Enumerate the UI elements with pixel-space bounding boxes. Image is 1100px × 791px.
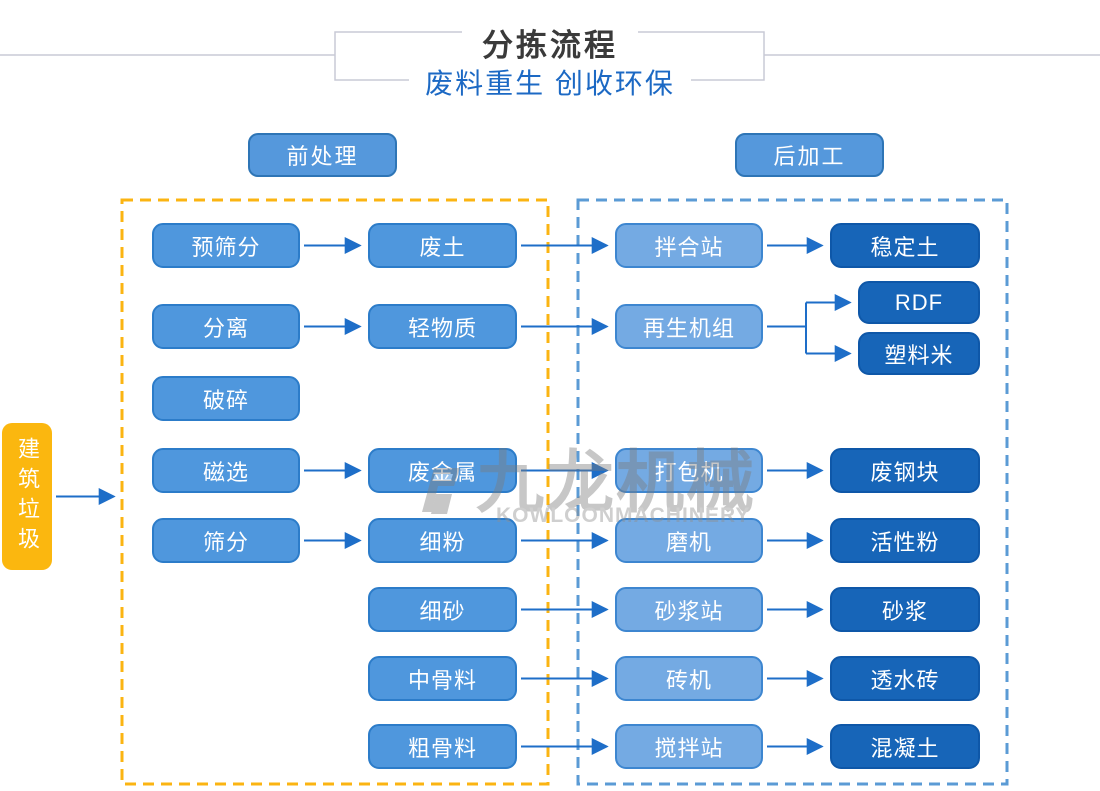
flow-node-shajiang: 砂浆	[830, 587, 980, 632]
flow-node-jiaobanzhan: 搅拌站	[615, 724, 763, 769]
flow-node-huoxingfen: 活性粉	[830, 518, 980, 563]
page-title-row: 分拣流程	[0, 20, 1100, 65]
flow-node-fenli: 分离	[152, 304, 300, 349]
source-node-construction-waste: 建筑垃圾	[2, 423, 52, 570]
flow-node-wendingtu: 稳定土	[830, 223, 980, 268]
flow-node-toushuizhuan: 透水砖	[830, 656, 980, 701]
flow-node-xifen: 细粉	[368, 518, 517, 563]
flow-node-feijinshu: 废金属	[368, 448, 517, 493]
flow-node-shaifen: 筛分	[152, 518, 300, 563]
page-subtitle: 废料重生 创收环保	[409, 62, 691, 102]
flow-node-feitu: 废土	[368, 223, 517, 268]
flow-node-cuguliao: 粗骨料	[368, 724, 517, 769]
flow-node-rdf: RDF	[858, 281, 980, 324]
pre-processing-zone-frame	[120, 198, 550, 786]
flow-node-yushaifen: 预筛分	[152, 223, 300, 268]
page-title: 分拣流程	[462, 20, 638, 65]
post-processing-zone-frame	[576, 198, 1009, 786]
flow-node-banhezhan: 拌合站	[615, 223, 763, 268]
flow-node-zhuanji: 砖机	[615, 656, 763, 701]
pre-processing-section-label: 前处理	[248, 133, 397, 177]
flow-node-posui: 破碎	[152, 376, 300, 421]
flow-node-shajiangzhan: 砂浆站	[615, 587, 763, 632]
flow-node-zhongguliao: 中骨料	[368, 656, 517, 701]
page-subtitle-row: 废料重生 创收环保	[0, 62, 1100, 102]
post-processing-section-label: 后加工	[735, 133, 884, 177]
flow-node-cixuan: 磁选	[152, 448, 300, 493]
flow-node-qingwuzhi: 轻物质	[368, 304, 517, 349]
flow-node-dabaoji: 打包机	[615, 448, 763, 493]
flow-node-zaishengjizu: 再生机组	[615, 304, 763, 349]
flow-node-xisha: 细砂	[368, 587, 517, 632]
flow-node-moji: 磨机	[615, 518, 763, 563]
flow-node-hunningtu: 混凝土	[830, 724, 980, 769]
flow-node-feigangkuai: 废钢块	[830, 448, 980, 493]
flow-node-suliaomi: 塑料米	[858, 332, 980, 375]
